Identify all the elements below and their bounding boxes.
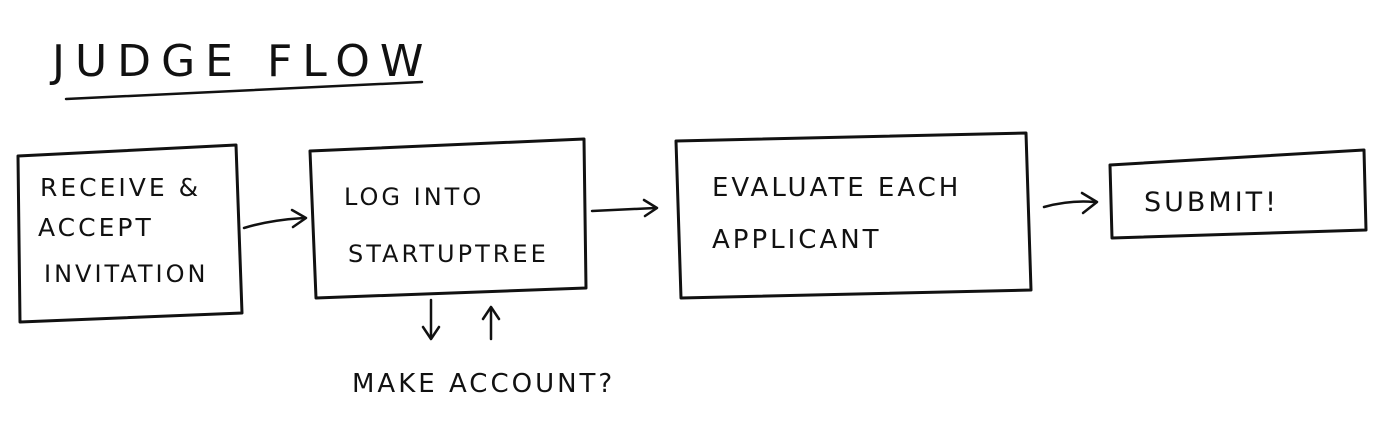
step-label-line: STARTUPTREE: [348, 240, 549, 268]
step-label-line: LOG INTO: [344, 183, 484, 211]
diagram-title: JUDGE FLOW: [49, 36, 433, 87]
down-arrow: [421, 298, 441, 341]
step-box: [674, 131, 1033, 300]
step-evaluate-each-applicant: EVALUATE EACH APPLICANT: [674, 131, 1033, 300]
arrow-step3-to-step4: [1042, 191, 1099, 215]
step-label-line: RECEIVE &: [40, 173, 201, 202]
step-label-line: SUBMIT!: [1144, 187, 1279, 218]
up-arrow: [481, 305, 501, 341]
arrow-step1-to-step2: [242, 208, 308, 230]
make-account-note: MAKE ACCOUNT?: [352, 369, 615, 399]
step-label-line: INVITATION: [44, 260, 208, 288]
step-submit: SUBMIT!: [1108, 148, 1368, 240]
step-receive-accept-invitation: RECEIVE & ACCEPT INVITATION: [16, 143, 244, 324]
title-underline: [64, 80, 424, 101]
step-label-line: ACCEPT: [38, 213, 154, 242]
step-box: [16, 143, 244, 324]
step-box: [1108, 148, 1368, 240]
step-log-into-startuptree: LOG INTO STARTUPTREE: [308, 137, 588, 300]
step-label-line: EVALUATE EACH: [712, 173, 961, 203]
arrow-step2-to-step3: [590, 198, 659, 218]
step-box: [308, 137, 588, 300]
step-label-line: APPLICANT: [712, 225, 882, 255]
